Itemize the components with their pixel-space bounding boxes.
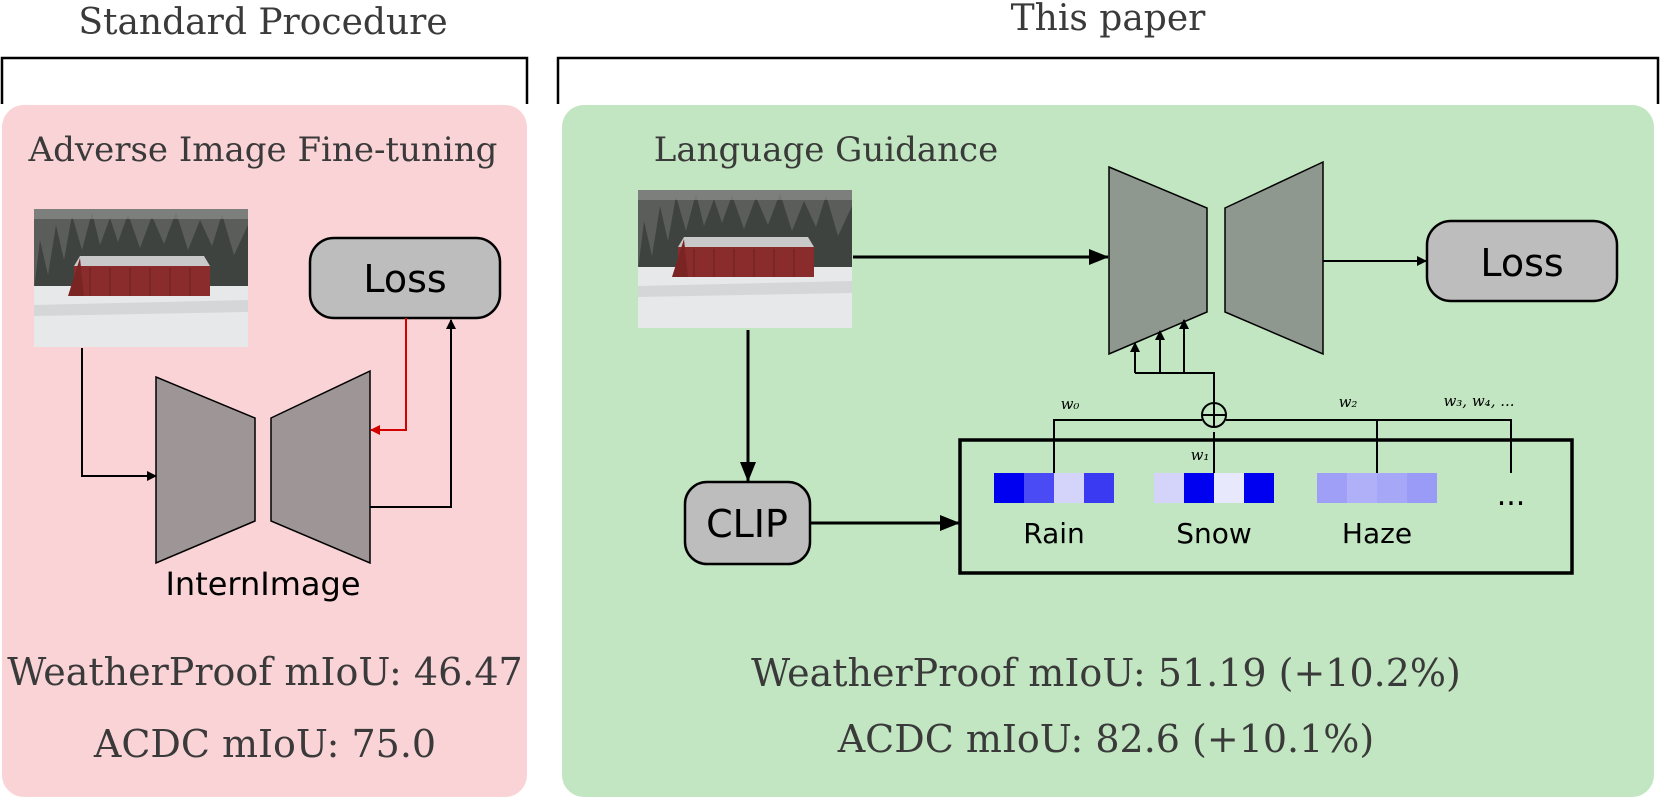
left-input-image bbox=[34, 209, 248, 347]
left-bracket bbox=[0, 56, 529, 104]
right-loss-box bbox=[1425, 219, 1619, 303]
condition-label-snow: Snow bbox=[1176, 517, 1252, 550]
haze-embedding bbox=[1317, 473, 1437, 503]
weight-label-w1: w₁ bbox=[1191, 446, 1210, 464]
clip-label: CLIP bbox=[706, 502, 788, 546]
left-loss-feedback-arrow bbox=[370, 318, 407, 435]
left-panel-title: Adverse Image Fine-tuning bbox=[28, 130, 498, 170]
left-model-to-loss-arrow bbox=[370, 319, 456, 508]
weighted-sum-lines bbox=[1053, 419, 1512, 473]
left-metric-acdc: ACDC mIoU: 75.0 bbox=[93, 722, 436, 766]
right-bracket bbox=[556, 56, 1660, 104]
left-image-to-model-arrow bbox=[81, 348, 157, 481]
right-input-image bbox=[638, 190, 852, 328]
weight-label-w2: w₂ bbox=[1339, 393, 1358, 411]
right-metric-acdc: ACDC mIoU: 82.6 (+10.1%) bbox=[837, 717, 1375, 761]
snow-embedding bbox=[1154, 473, 1274, 503]
left-header: Standard Procedure bbox=[78, 2, 447, 43]
sum-node bbox=[1201, 402, 1227, 428]
left-metric-weatherproof: WeatherProof mIoU: 46.47 bbox=[7, 650, 522, 694]
rain-embedding bbox=[994, 473, 1114, 503]
right-header: This paper bbox=[1011, 0, 1206, 39]
right-metric-weatherproof: WeatherProof mIoU: 51.19 (+10.2%) bbox=[751, 651, 1461, 695]
right-loss-label: Loss bbox=[1480, 241, 1563, 285]
right-panel-title: Language Guidance bbox=[654, 130, 998, 170]
left-model-label: InternImage bbox=[165, 565, 360, 603]
left-loss-label: Loss bbox=[363, 257, 446, 301]
right-decoder-shape bbox=[1224, 160, 1324, 356]
condition-label-haze: Haze bbox=[1342, 517, 1412, 550]
embeddings-ellipsis: ... bbox=[1497, 478, 1526, 513]
condition-label-rain: Rain bbox=[1023, 517, 1085, 550]
weight-label-w3-w4: w₃, w₄, ... bbox=[1443, 392, 1514, 410]
left-decoder-shape bbox=[270, 369, 371, 565]
left-encoder-shape bbox=[155, 375, 256, 565]
guidance-to-model-arrows bbox=[1130, 319, 1215, 403]
weight-label-w0: w₀ bbox=[1061, 395, 1080, 413]
weather-embeddings-box bbox=[958, 438, 1574, 575]
right-encoder-shape bbox=[1108, 165, 1208, 356]
